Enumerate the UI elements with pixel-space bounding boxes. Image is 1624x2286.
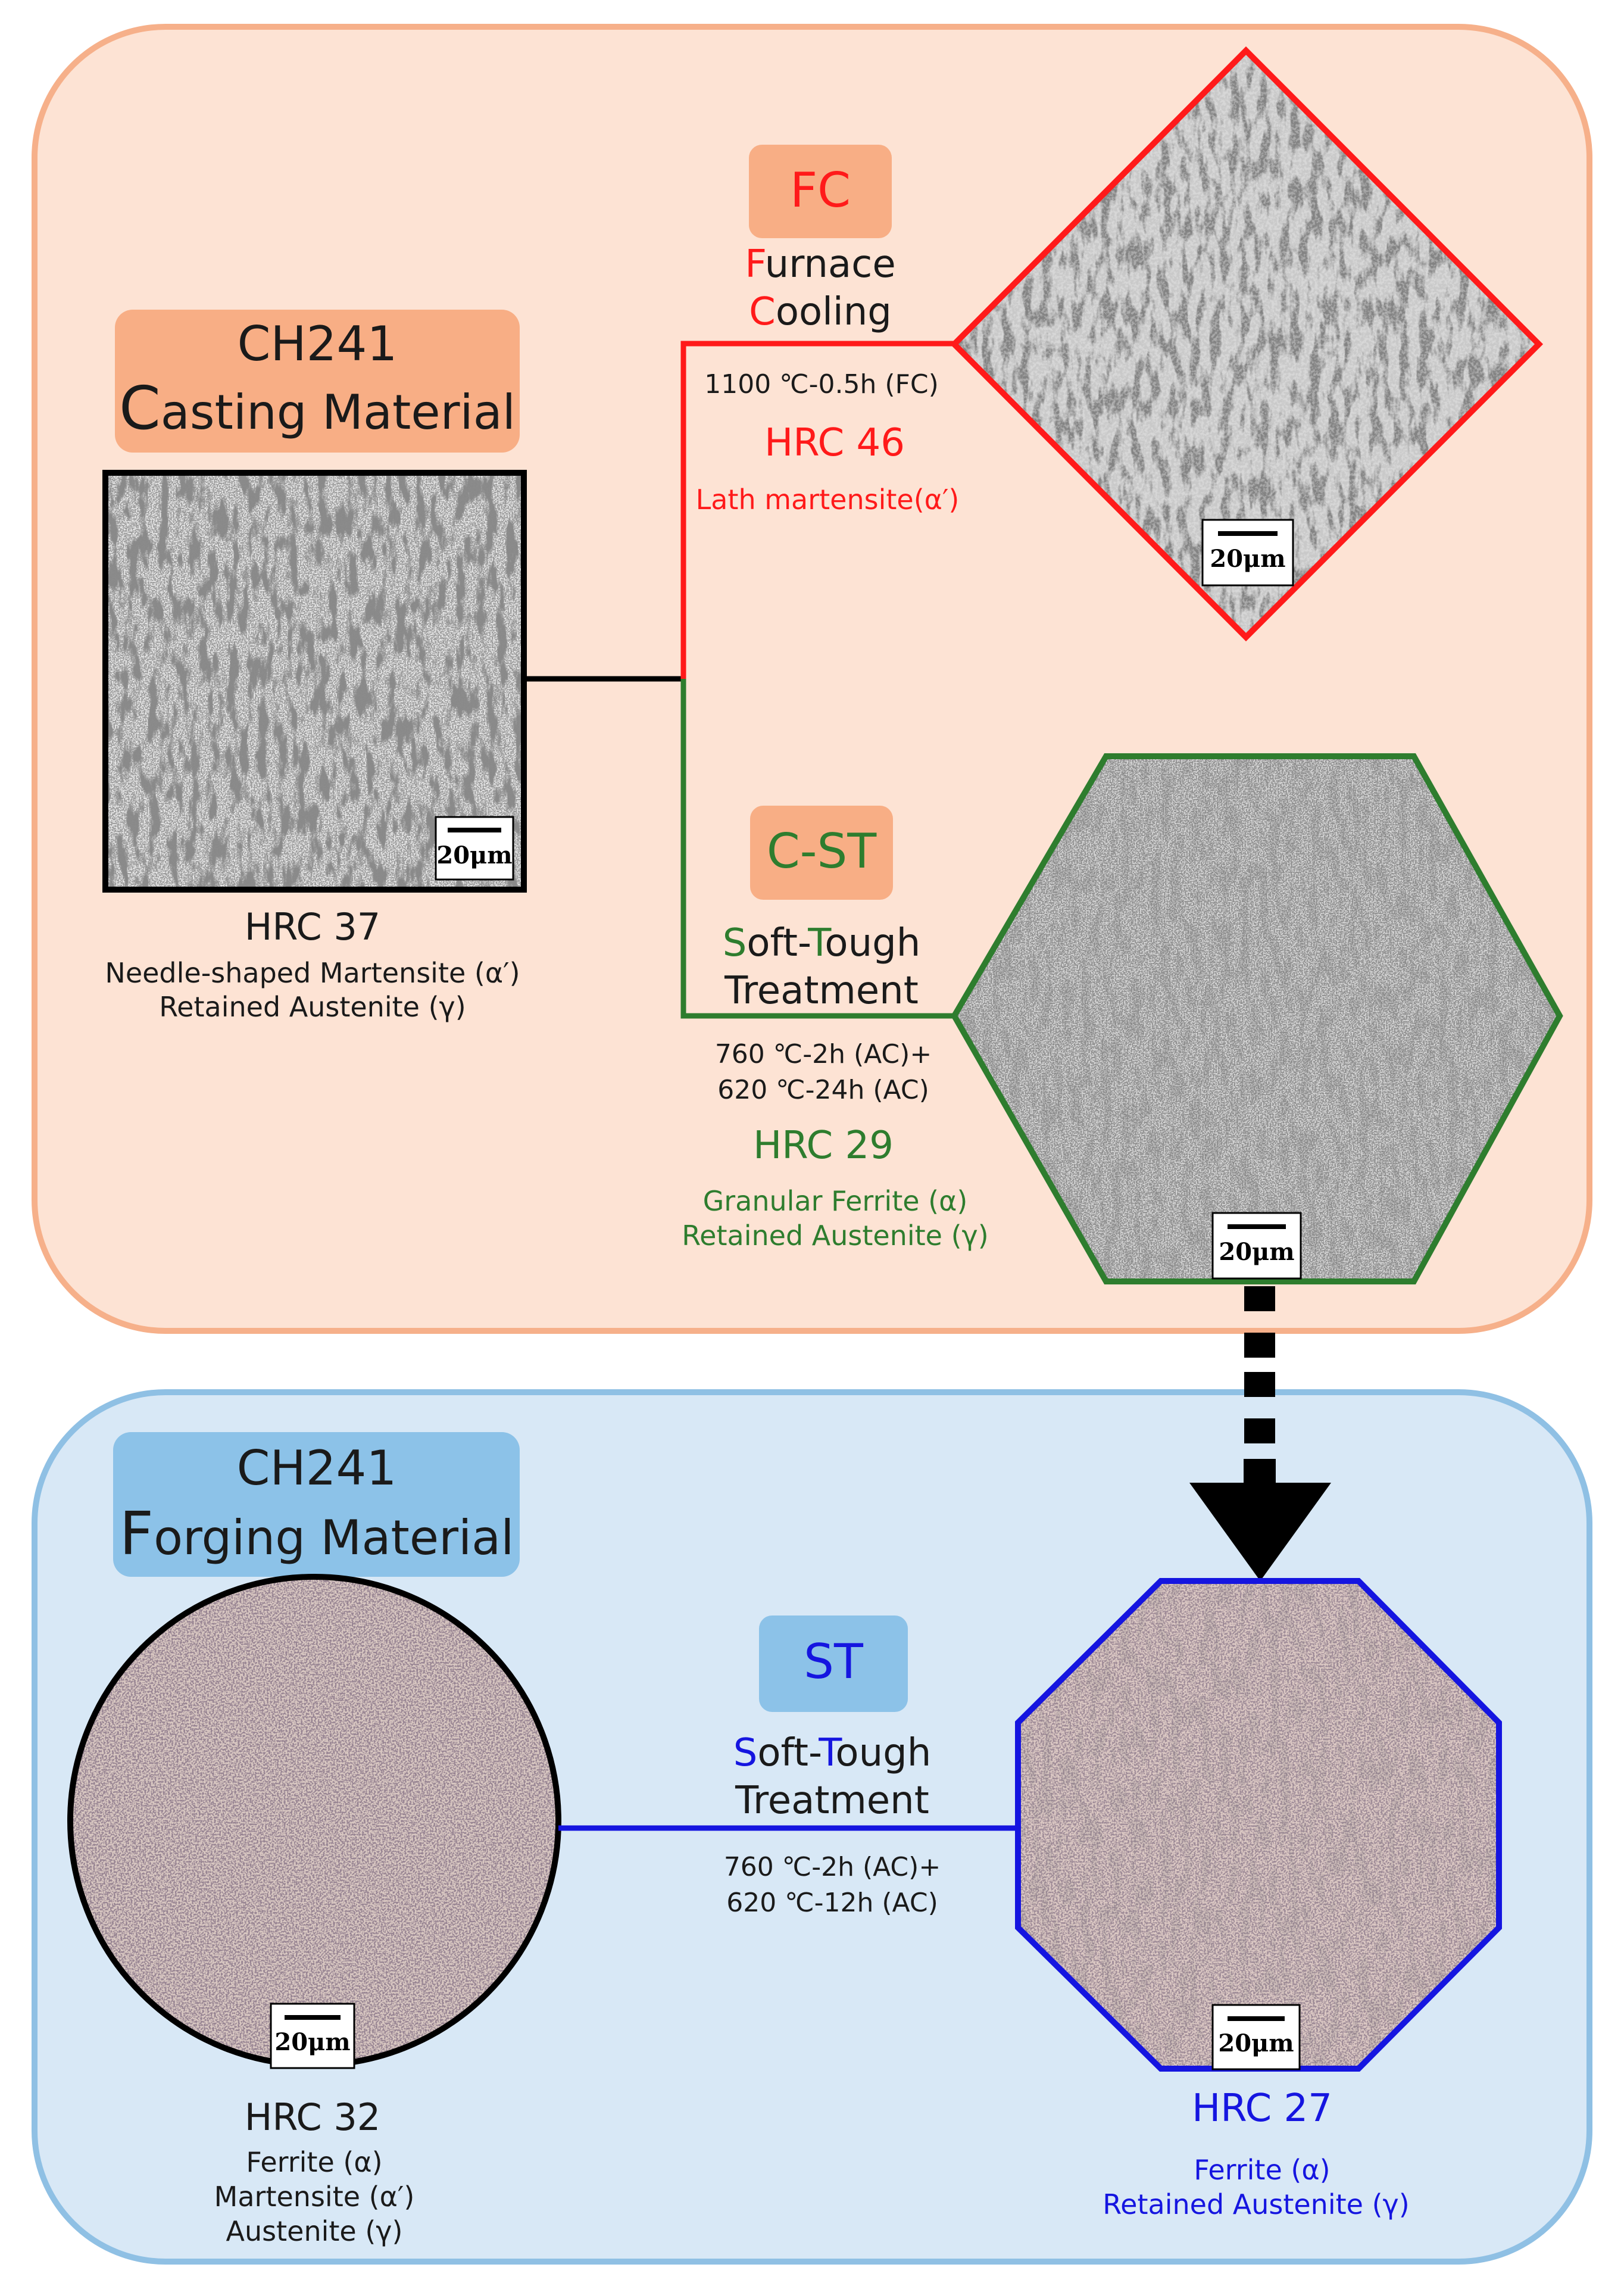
- casting-phase-2: Retained Austenite (γ): [159, 991, 466, 1023]
- svg-text:20μm: 20μm: [436, 841, 512, 869]
- cst-connector: [680, 679, 954, 1019]
- st-name-line1: Soft-Tough: [733, 1731, 932, 1775]
- fc-hardness: HRC 46: [764, 421, 905, 465]
- fc-tag-label: FC: [790, 163, 851, 218]
- st-name-line2: Treatment: [735, 1779, 929, 1823]
- fc-name-line2: Cooling: [749, 290, 892, 334]
- forging-hardness: HRC 32: [245, 2095, 381, 2139]
- casting-tag-line2: Casting Material: [119, 373, 516, 443]
- forging-phase-2: Martensite (α′): [214, 2181, 415, 2213]
- cst-scale-bar: 20μm: [1211, 1212, 1302, 1280]
- cst-micrograph-frame: [951, 753, 1563, 1284]
- casting-material-tag: [115, 310, 520, 453]
- cst-tag-label: C-ST: [767, 824, 877, 879]
- cst-phase-2: Retained Austenite (γ): [682, 1220, 988, 1252]
- forging-phase-3: Austenite (γ): [226, 2215, 403, 2247]
- cst-name-line1: Soft-Tough: [723, 921, 921, 965]
- casting-tag-line1: CH241: [238, 316, 398, 372]
- st-micrograph-frame: [1015, 1578, 1502, 2072]
- cst-phase-1: Granular Ferrite (α): [703, 1185, 968, 1217]
- forging-phase-1: Ferrite (α): [246, 2146, 382, 2178]
- fc-micrograph-frame: [950, 46, 1544, 642]
- fc-connector: [680, 341, 954, 679]
- fc-scale-bar: 20μm: [1201, 519, 1294, 587]
- forging-micrograph: [70, 1577, 558, 2065]
- casting-hardness: HRC 37: [245, 905, 381, 949]
- st-tag-label: ST: [804, 1634, 864, 1689]
- svg-text:20μm: 20μm: [1210, 545, 1285, 573]
- st-scale-bar: 20μm: [1211, 2004, 1301, 2070]
- svg-text:20μm: 20μm: [274, 2028, 350, 2056]
- cst-condition-2: 620 ℃-24h (AC): [717, 1075, 929, 1105]
- cst-hardness: HRC 29: [753, 1124, 894, 1168]
- forging-material-tag: [113, 1432, 520, 1577]
- svg-text:20μm: 20μm: [1219, 1238, 1294, 1266]
- fc-name-line1: Furnace: [745, 242, 895, 286]
- casting-scale-bar: 20μm: [435, 816, 514, 881]
- fc-phase: Lath martensite(α′): [696, 484, 960, 516]
- forging-scale-bar: 20μm: [270, 2003, 355, 2069]
- st-phase-1: Ferrite (α): [1194, 2154, 1330, 2186]
- forging-tag-line1: CH241: [237, 1440, 397, 1496]
- st-tag: [759, 1616, 908, 1712]
- fc-condition: 1100 ℃-0.5h (FC): [704, 369, 938, 400]
- fc-tag: [749, 145, 892, 238]
- cst-name-line2: Treatment: [724, 969, 919, 1013]
- st-condition-2: 620 ℃-12h (AC): [726, 1888, 938, 1918]
- cst-to-st-arrow-overlay: [1189, 1352, 1331, 1581]
- svg-text:20μm: 20μm: [1218, 2029, 1294, 2057]
- forging-tag-line2: Forging Material: [120, 1499, 514, 1568]
- st-micrograph: [1018, 1581, 1499, 2069]
- st-condition-1: 760 ℃-2h (AC)+: [724, 1852, 941, 1882]
- cst-tag: [750, 806, 893, 900]
- cst-condition-1: 760 ℃-2h (AC)+: [715, 1039, 932, 1069]
- st-phase-2: Retained Austenite (γ): [1103, 2188, 1409, 2220]
- st-hardness: HRC 27: [1192, 2087, 1332, 2131]
- casting-phase-1: Needle-shaped Martensite (α′): [105, 957, 520, 989]
